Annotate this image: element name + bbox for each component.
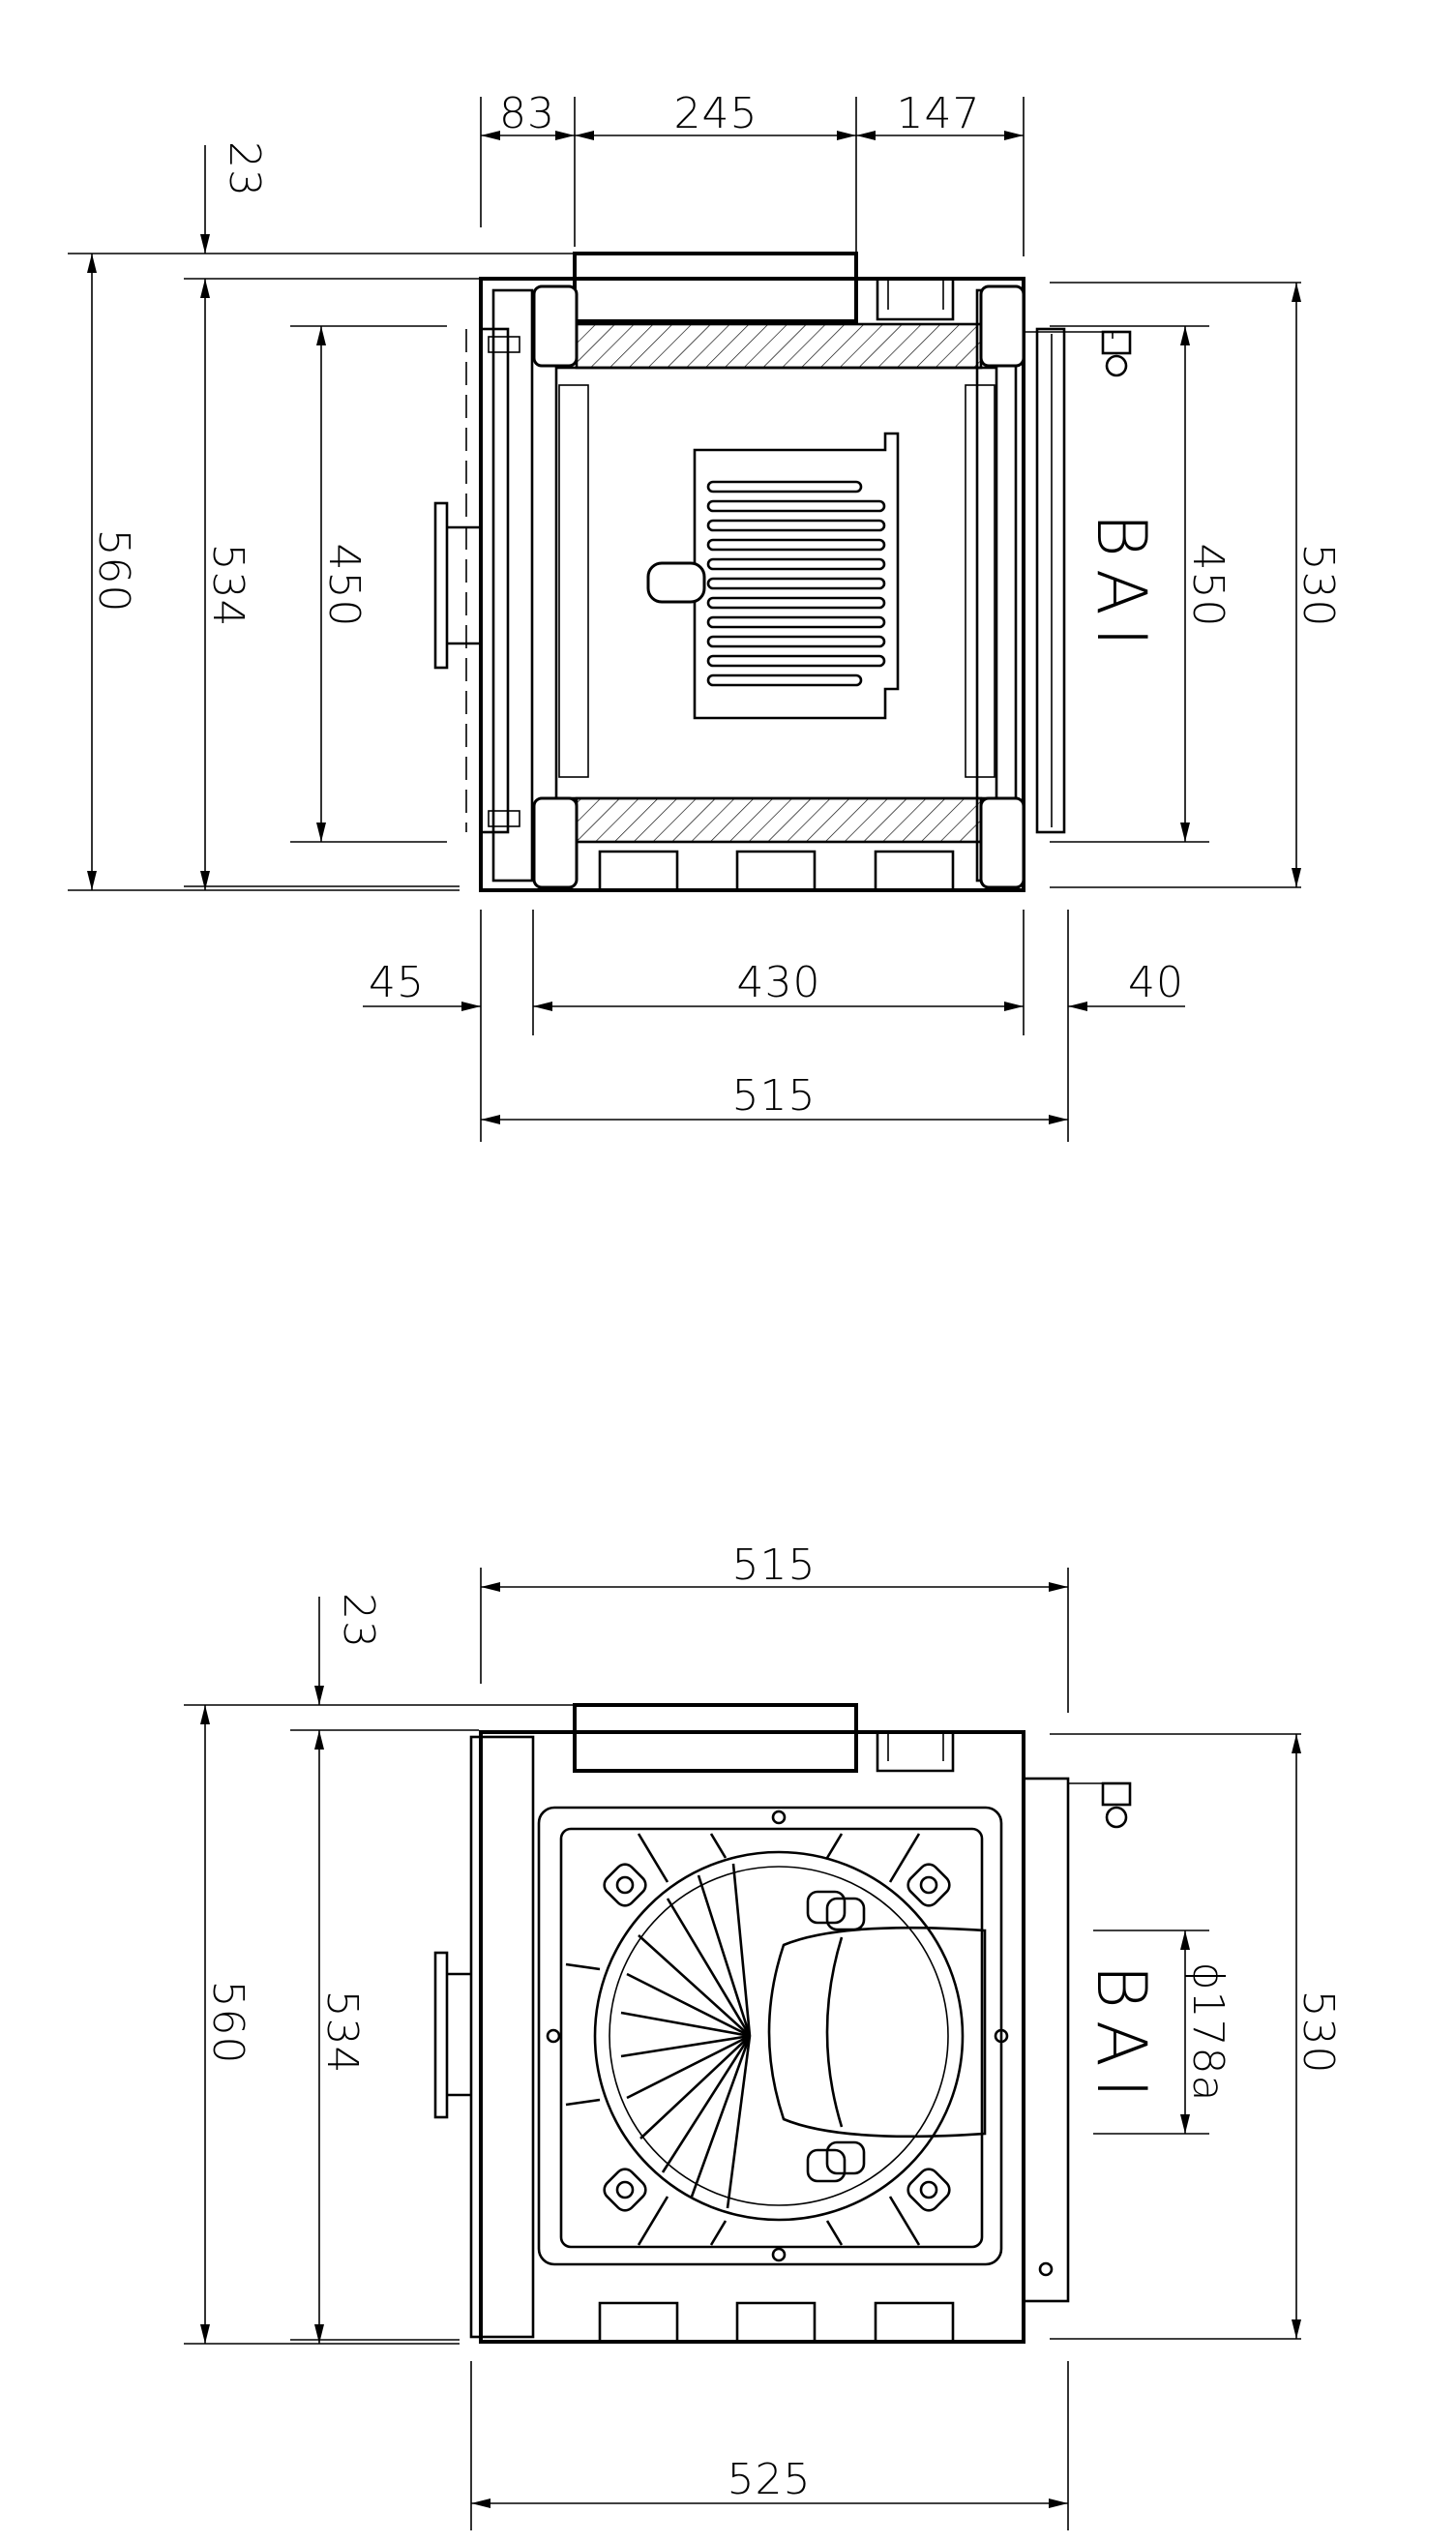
- top-view-model-label: BAI: [1082, 513, 1161, 658]
- dim-left-450: 450: [319, 544, 369, 628]
- dim-right-530: 530: [1293, 1990, 1343, 2075]
- bottom-view-model-label: BAI: [1082, 1964, 1161, 2109]
- bottom-view-dimension-lines: [200, 1582, 1301, 2508]
- bolt-tabs: [603, 1863, 951, 2212]
- dim-left-534: 534: [317, 1990, 367, 2075]
- dim-bottom-40: 40: [1128, 958, 1184, 1007]
- dim-top-245: 245: [674, 89, 758, 138]
- bottom-view-extension-lines: [184, 1568, 1301, 2530]
- dim-bottom-515: 515: [732, 1071, 817, 1121]
- dim-bottom-45: 45: [369, 958, 425, 1007]
- dim-left-534: 534: [203, 544, 253, 628]
- dim-right-450: 450: [1183, 544, 1233, 628]
- bottom-view-dimension-texts: 515 23 560 534 ϕ178a 530 525: [203, 1541, 1343, 2504]
- dim-diameter: ϕ178a: [1183, 1962, 1233, 2103]
- dim-right-530: 530: [1293, 544, 1343, 628]
- dim-top-515: 515: [732, 1541, 817, 1590]
- bottom-view-stove-body: BAI: [433, 1703, 1161, 2344]
- dim-bottom-525: 525: [728, 2455, 812, 2504]
- outer-spokes: [565, 1833, 921, 2246]
- bottom-view: 515 23 560 534 ϕ178a 530 525: [184, 1541, 1343, 2530]
- dim-left-560: 560: [203, 1981, 253, 2065]
- top-view-stove-body: BAI: [433, 252, 1161, 892]
- dim-left-23: 23: [220, 141, 269, 197]
- top-view-dimension-texts: 83 245 147 23 560 534 450 450 530 45 430…: [89, 89, 1343, 1121]
- fan-fins: [620, 1863, 752, 2209]
- dim-bottom-430: 430: [737, 958, 821, 1007]
- dim-left-560: 560: [89, 529, 138, 613]
- dim-left-23: 23: [334, 1593, 383, 1649]
- top-view-extension-lines: [68, 97, 1301, 1142]
- top-view: 83 245 147 23 560 534 450 450 530 45 430…: [68, 89, 1343, 1142]
- top-view-dimension-lines: [87, 131, 1301, 1124]
- dim-top-83: 83: [499, 89, 555, 138]
- grate-slots: [706, 480, 886, 687]
- dim-top-147: 147: [897, 89, 981, 138]
